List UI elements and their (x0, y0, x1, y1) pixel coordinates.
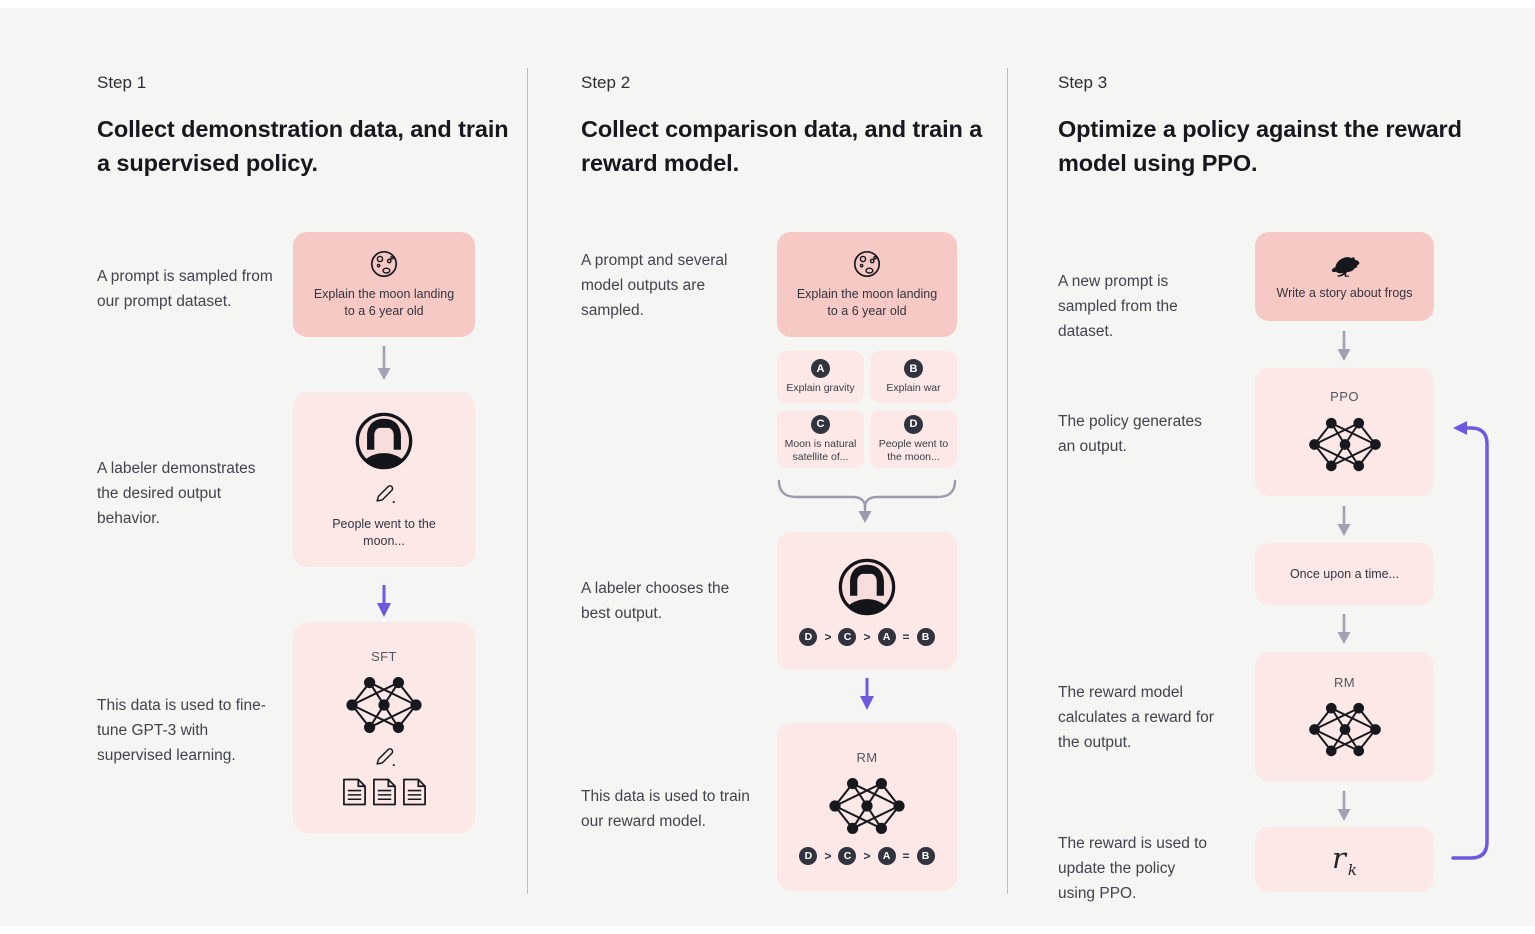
step2-rm-box: RM D > C > A = B (777, 723, 957, 891)
column-divider-1 (527, 68, 528, 894)
option-text: Moon is natural satellite of... (784, 437, 857, 463)
option-badge: A (811, 359, 830, 378)
step3-title: Optimize a policy against the reward mod… (1058, 116, 1462, 176)
rank-badge: A (877, 628, 896, 646)
rank-separator: > (824, 630, 832, 644)
moon-icon (370, 250, 398, 278)
arrow-down-purple-icon (860, 678, 874, 710)
option-text: People went to the moon... (878, 437, 949, 463)
arrow-down-icon (1337, 331, 1351, 361)
step3-caption-policy: The policy generates an output. (1058, 413, 1202, 455)
moon-icon (853, 250, 881, 278)
neural-network-icon (1308, 417, 1381, 472)
step3-ppo-box: PPO (1255, 368, 1434, 496)
step1-labeler-box: People went to the moon... (293, 392, 475, 567)
step2-caption-train-rm: This data is used to train our reward mo… (581, 788, 750, 830)
step2-prompt-text: Explain the moon landing to a 6 year old (796, 287, 938, 318)
labeler-avatar-icon (355, 412, 413, 469)
step3-output-box: Once upon a time... (1255, 543, 1434, 605)
step3-output-text: Once upon a time... (1289, 566, 1400, 581)
option-box-c: C Moon is natural satellite of... (777, 410, 864, 468)
option-badge: C (811, 414, 830, 434)
top-margin (0, 0, 1535, 8)
rank-separator: > (824, 848, 832, 863)
document-icon (342, 778, 366, 805)
step1-prompt-box: Explain the moon landing to a 6 year old (293, 232, 475, 337)
step2-caption-prompt: A prompt and several model outputs are s… (581, 252, 728, 319)
step1-caption-prompt: A prompt is sampled from our prompt data… (97, 268, 273, 310)
rank-badge: B (916, 628, 935, 646)
rank-badge: C (838, 846, 857, 865)
step2-caption-labeler: A labeler chooses the best output. (581, 580, 730, 622)
brace-gather-icon (777, 479, 957, 523)
step1-sft-box: SFT (293, 622, 475, 833)
feedback-loop-arrow-icon (1451, 421, 1489, 860)
reward-symbol: r (1332, 840, 1346, 875)
rank-separator: > (863, 630, 871, 644)
rank-separator: = (902, 848, 910, 863)
option-badge: B (904, 359, 923, 378)
neural-network-icon (1308, 702, 1381, 756)
rank-badge: C (838, 628, 857, 646)
arrow-down-purple-icon (377, 585, 391, 617)
labeler-avatar-icon (838, 558, 896, 616)
option-box-a: A Explain gravity (777, 351, 864, 403)
step2-label: Step 2 (581, 73, 631, 92)
documents-row (342, 777, 427, 807)
step3-prompt-box: Write a story about frogs (1255, 232, 1434, 321)
arrow-down-icon (1337, 791, 1351, 821)
step1-label: Step 1 (97, 73, 147, 92)
step3-caption-prompt: A new prompt is sampled from the dataset… (1058, 273, 1178, 340)
step3-label: Step 3 (1058, 73, 1108, 92)
step3-caption-update: The reward is used to update the policy … (1058, 835, 1208, 902)
column-divider-2 (1007, 68, 1008, 894)
neural-network-icon (346, 676, 422, 733)
rank-separator: = (902, 630, 910, 644)
step3-prompt-text: Write a story about frogs (1276, 285, 1413, 300)
arrow-down-icon (1337, 614, 1351, 644)
document-icon (402, 778, 426, 805)
ppo-model-label: PPO (1330, 389, 1359, 404)
rank-separator: > (863, 848, 871, 863)
rm-model-label: RM (1333, 674, 1356, 690)
arrow-down-icon (1337, 506, 1351, 536)
step3-caption-reward: The reward model calculates a reward for… (1058, 684, 1214, 751)
pencil-icon (376, 484, 395, 503)
frog-icon (1331, 256, 1359, 277)
step1-prompt-text: Explain the moon landing to a 6 year old (313, 287, 455, 318)
rank-badge: A (877, 846, 896, 865)
option-badge: D (904, 414, 923, 434)
ranking-row: D > C > A = B (799, 628, 935, 646)
ranking-row: D > C > A = B (799, 846, 935, 865)
step1-labeler-output-text: People went to the moon... (332, 516, 436, 548)
bottom-margin (0, 926, 1535, 934)
arrow-down-icon (377, 346, 391, 380)
reward-subscript: k (1347, 860, 1357, 879)
step1-caption-finetune: This data is used to fine-tune GPT-3 wit… (97, 697, 266, 764)
option-box-b: B Explain war (870, 351, 957, 403)
option-box-d: D People went to the moon... (870, 410, 957, 468)
option-text: Explain gravity (786, 382, 855, 394)
sft-model-label: SFT (371, 648, 397, 664)
step3-rm-box: RM (1255, 652, 1434, 782)
step1-title: Collect demonstration data, and train a … (97, 116, 509, 176)
step2-labeler-box: D > C > A = B (777, 532, 957, 670)
rm-model-label: RM (856, 749, 878, 765)
rank-badge: D (799, 846, 818, 865)
step2-title: Collect comparison data, and train a rew… (581, 116, 983, 176)
document-icon (372, 778, 396, 805)
pencil-icon (376, 747, 395, 766)
step2-prompt-box: Explain the moon landing to a 6 year old (777, 232, 957, 337)
rank-badge: B (916, 846, 935, 865)
rank-badge: D (799, 628, 818, 646)
neural-network-icon (829, 777, 905, 834)
step1-caption-labeler: A labeler demonstrates the desired outpu… (97, 460, 256, 527)
option-text: Explain war (886, 382, 941, 394)
